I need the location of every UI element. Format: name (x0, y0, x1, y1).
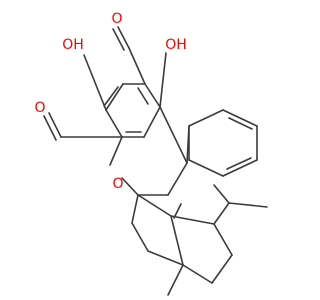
bond-line (170, 215, 184, 266)
bond-line (121, 177, 139, 196)
bond-line (103, 86, 119, 107)
bond-line (131, 194, 139, 224)
bond-line (43, 115, 57, 141)
bond-line (109, 136, 123, 166)
bond-line (211, 254, 233, 284)
bond-line (213, 223, 233, 256)
bond-line (48, 112, 62, 138)
bond-line (173, 203, 182, 219)
bond-line (188, 159, 224, 177)
bond-line (112, 28, 125, 51)
bond-line (159, 106, 188, 164)
bond-line (222, 159, 258, 177)
bond-line (182, 264, 213, 284)
atom-label-hydroxyl-right: OH (165, 37, 187, 53)
bond-line (147, 250, 184, 266)
bond-line (131, 222, 149, 252)
bond-line (128, 47, 146, 85)
atom-label-hydroxyl-left: OH (62, 37, 84, 53)
bond-line (137, 87, 149, 105)
atom-label-aldehyde-left-o: O (34, 100, 45, 116)
bond-line (117, 26, 130, 49)
bond-line (167, 264, 184, 296)
bond-line (105, 109, 123, 138)
bond-line (222, 109, 258, 127)
bond-line (188, 109, 224, 127)
bond-line (83, 54, 107, 111)
bond-line (159, 52, 167, 108)
bond-line (170, 215, 215, 225)
bond-line (213, 202, 230, 225)
molecule-structure: O OH OH O O (34, 11, 268, 296)
bond-line (228, 117, 253, 130)
bond-line (228, 202, 268, 208)
bond-line (144, 83, 161, 108)
bond-line (105, 83, 124, 111)
bond-line (137, 194, 172, 217)
bond-line (213, 184, 230, 204)
bond-lines (43, 26, 268, 296)
bond-line (167, 162, 188, 196)
bond-line (226, 157, 252, 170)
atom-label-ring-oxygen: O (112, 176, 123, 192)
atom-label-aldehyde-top-o: O (111, 11, 122, 27)
bond-line (143, 106, 161, 138)
